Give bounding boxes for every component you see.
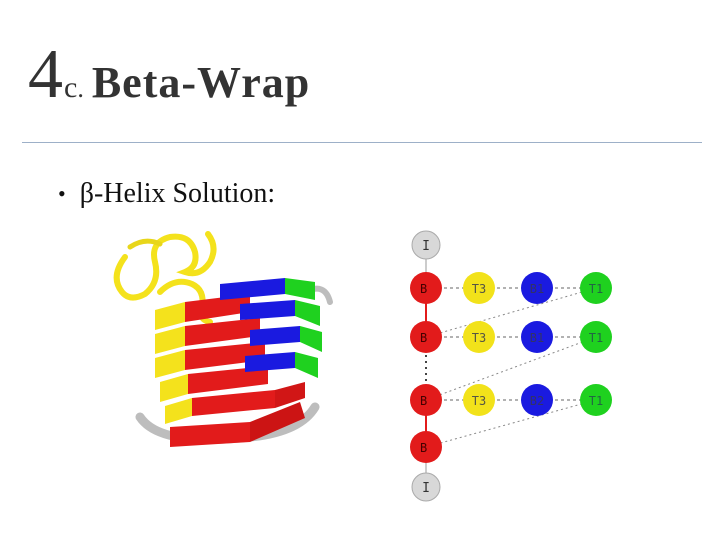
beta-helix-protein-image bbox=[113, 231, 333, 447]
svg-text:T3: T3 bbox=[472, 282, 486, 296]
svg-text:T1: T1 bbox=[589, 331, 603, 345]
graph-node-t3-1: T3 bbox=[463, 272, 495, 304]
graph-node-b1-2: B1 bbox=[521, 321, 553, 353]
svg-text:I: I bbox=[422, 481, 430, 496]
svg-text:B1: B1 bbox=[530, 331, 544, 345]
graph-node-t1-1: T1 bbox=[580, 272, 612, 304]
svg-text:I: I bbox=[422, 239, 430, 254]
svg-text:T3: T3 bbox=[472, 394, 486, 408]
graph-node-b-1: B bbox=[410, 272, 442, 304]
graph-node-b-4: B bbox=[410, 431, 442, 463]
bullet-item: • β-Helix Solution: bbox=[58, 178, 275, 210]
graph-node-b-3: B bbox=[410, 384, 442, 416]
svg-text:T1: T1 bbox=[589, 282, 603, 296]
graph-node-t3-3: T3 bbox=[463, 384, 495, 416]
svg-text:T1: T1 bbox=[589, 394, 603, 408]
slide-sub-letter: c bbox=[64, 71, 78, 104]
bullet-marker: • bbox=[58, 181, 66, 206]
beta-strands bbox=[155, 278, 322, 447]
graph-node-t3-2: T3 bbox=[463, 321, 495, 353]
graph-node-b-2: B bbox=[410, 321, 442, 353]
slide-sub-dot: . bbox=[77, 74, 84, 103]
svg-text:B1: B1 bbox=[530, 282, 544, 296]
svg-text:B: B bbox=[420, 282, 427, 296]
slide-heading: Beta-Wrap bbox=[91, 58, 311, 107]
svg-text:B: B bbox=[420, 394, 427, 408]
graph-node-bottom: I bbox=[411, 472, 441, 502]
bullet-text: β-Helix Solution: bbox=[79, 178, 276, 209]
graph-node-b1-1: B1 bbox=[521, 272, 553, 304]
slide-number: 4 bbox=[28, 36, 63, 113]
svg-text:T3: T3 bbox=[472, 331, 486, 345]
graph-node-t1-2: T1 bbox=[580, 321, 612, 353]
svg-text:B: B bbox=[420, 331, 427, 345]
svg-text:B2: B2 bbox=[530, 394, 544, 408]
svg-text:B: B bbox=[420, 441, 427, 455]
graph-node-b2-3: B2 bbox=[521, 384, 553, 416]
beta-helix-graph-diagram: I B T3 B1 T1 B T3 B1 T1 B T3 bbox=[410, 230, 612, 502]
title-divider bbox=[22, 142, 702, 143]
graph-node-top: I bbox=[411, 230, 441, 260]
slide-title: 4 c . Beta-Wrap bbox=[28, 40, 310, 130]
graph-node-t1-3: T1 bbox=[580, 384, 612, 416]
